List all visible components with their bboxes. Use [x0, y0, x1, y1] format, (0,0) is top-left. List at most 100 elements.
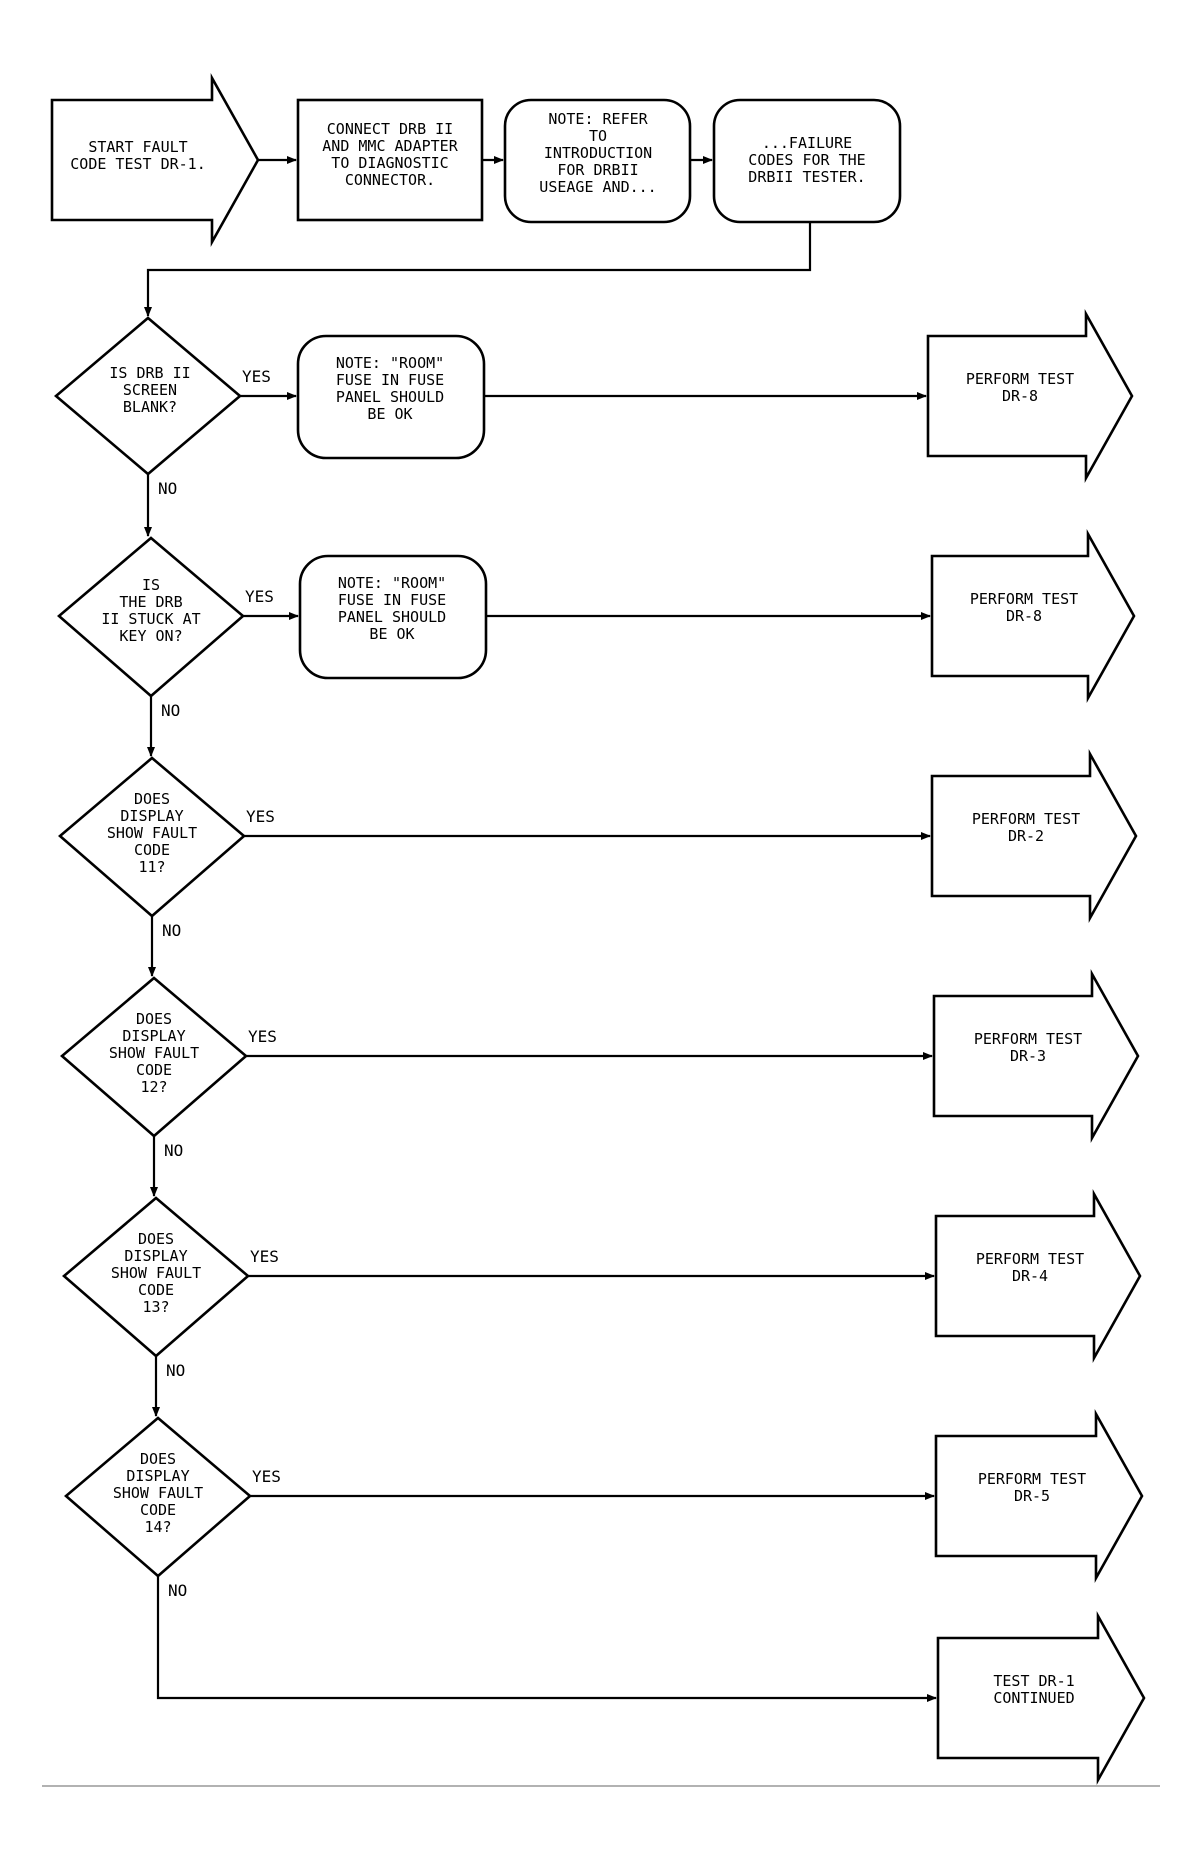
decision-6-yes-label: YES — [252, 1467, 281, 1486]
decision-1-text-line: BLANK? — [123, 398, 177, 416]
action-3-text-line: PERFORM TEST — [972, 810, 1080, 828]
action-5-arrow — [934, 1189, 1142, 1363]
decision-6-diamond — [64, 1416, 252, 1578]
decision-6-no-label: NO — [168, 1581, 187, 1600]
start-terminal-text-line: CODE TEST DR-1. — [70, 155, 205, 173]
note-room-fuse-2-text-line: BE OK — [369, 625, 414, 643]
action-5-text-line: DR-4 — [1012, 1267, 1048, 1285]
start-terminal-arrow — [50, 73, 260, 247]
connectors — [144, 156, 937, 1702]
decision-3-text-line: 11? — [138, 858, 165, 876]
action-4-text-line: PERFORM TEST — [974, 1030, 1082, 1048]
note-failure-text-line: CODES FOR THE — [748, 151, 865, 169]
action-1-text-line: PERFORM TEST — [966, 370, 1074, 388]
action-6-text-line: PERFORM TEST — [978, 1470, 1086, 1488]
note-refer-text-line: USEAGE AND... — [539, 178, 656, 196]
continued-text-line: CONTINUED — [993, 1689, 1074, 1707]
decision-3-text-line: DOES — [134, 790, 170, 808]
note-room-fuse-1-text-line: PANEL SHOULD — [336, 388, 444, 406]
action-3-arrow — [930, 749, 1138, 923]
decision-4-yes-label: YES — [248, 1027, 277, 1046]
action-5-text-line: PERFORM TEST — [976, 1250, 1084, 1268]
note-room-fuse-1-text-line: NOTE: "ROOM" — [336, 354, 444, 372]
decision-3-yes-label: YES — [246, 807, 275, 826]
decision-2-text-line: KEY ON? — [119, 627, 182, 645]
decision-4-text-line: SHOW FAULT — [109, 1044, 199, 1062]
note-failure-text-line: ...FAILURE — [762, 134, 852, 152]
decision-6-text-line: 14? — [144, 1518, 171, 1536]
decision-3-text-line: DISPLAY — [120, 807, 183, 825]
note-refer-text-line: FOR DRBII — [557, 161, 638, 179]
decision-2-yes-label: YES — [245, 587, 274, 606]
action-2-arrow — [930, 529, 1136, 703]
action-2-text-line: PERFORM TEST — [970, 590, 1078, 608]
decision-3-no-label: NO — [162, 921, 181, 940]
connect-process-text-line: CONNECTOR. — [345, 171, 435, 189]
note-failure-box — [712, 98, 902, 224]
decision-1-diamond — [53, 316, 243, 476]
note-room-fuse-1-text-line: FUSE IN FUSE — [336, 371, 444, 389]
continued-text-line: TEST DR-1 — [993, 1672, 1074, 1690]
start-terminal-text-line: START FAULT — [88, 138, 187, 156]
decision-4-diamond — [60, 976, 248, 1138]
decision-1-text-line: IS DRB II — [109, 364, 190, 382]
decision-4-text-line: 12? — [140, 1078, 167, 1096]
action-4-text-line: DR-3 — [1010, 1047, 1046, 1065]
note-refer-text-line: TO — [589, 127, 607, 145]
note-room-fuse-1-box — [296, 334, 486, 460]
decision-5-yes-label: YES — [250, 1247, 279, 1266]
action-6-arrow — [934, 1409, 1144, 1583]
action-1-arrow — [926, 309, 1134, 483]
note-room-fuse-2-box — [298, 554, 488, 680]
decision-1-yes-label: YES — [242, 367, 271, 386]
note-room-fuse-2-text-line: NOTE: "ROOM" — [338, 574, 446, 592]
decision-5-text-line: SHOW FAULT — [111, 1264, 201, 1282]
note-refer-text-line: INTRODUCTION — [544, 144, 652, 162]
decision-4-no-label: NO — [164, 1141, 183, 1160]
action-4-arrow — [932, 969, 1140, 1143]
connect-process-text-line: AND MMC ADAPTER — [322, 137, 458, 155]
decision-3-text-line: SHOW FAULT — [107, 824, 197, 842]
decision-1-text-line: SCREEN — [123, 381, 177, 399]
decision-5-no-label: NO — [166, 1361, 185, 1380]
decision-6-text-line: DOES — [140, 1450, 176, 1468]
decision-4-text-line: DISPLAY — [122, 1027, 185, 1045]
action-1-text-line: DR-8 — [1002, 387, 1038, 405]
decision-5-text-line: DOES — [138, 1230, 174, 1248]
note-refer-text-line: NOTE: REFER — [548, 110, 648, 128]
action-6-text-line: DR-5 — [1014, 1487, 1050, 1505]
note-failure-text-line: DRBII TESTER. — [748, 168, 865, 186]
connect-process-text-line: CONNECT DRB II — [327, 120, 453, 138]
decision-6-text-line: SHOW FAULT — [113, 1484, 203, 1502]
decision-2-text-line: IS — [142, 576, 160, 594]
decision-4-text-line: CODE — [136, 1061, 172, 1079]
decision-2-no-label: NO — [161, 701, 180, 720]
note-room-fuse-2-text-line: PANEL SHOULD — [338, 608, 446, 626]
action-2-text-line: DR-8 — [1006, 607, 1042, 625]
decision-3-diamond — [58, 756, 246, 918]
note-room-fuse-2-text-line: FUSE IN FUSE — [338, 591, 446, 609]
decision-6-text-line: DISPLAY — [126, 1467, 189, 1485]
decision-5-diamond — [62, 1196, 250, 1358]
decision-1-no-label: NO — [158, 479, 177, 498]
decision-5-text-line: CODE — [138, 1281, 174, 1299]
connector-d6-no — [156, 1576, 937, 1702]
